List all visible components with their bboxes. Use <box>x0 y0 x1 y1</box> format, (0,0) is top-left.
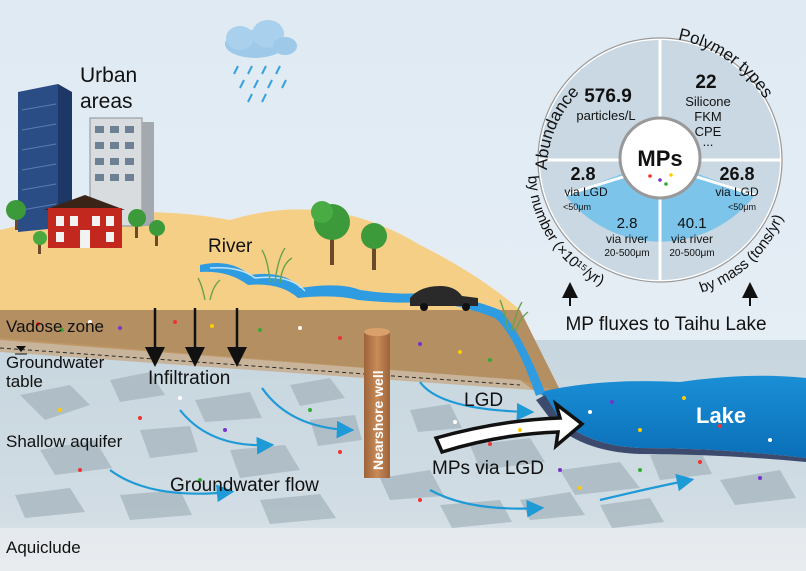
nearshore-well-label: Nearshore well <box>370 370 386 470</box>
mps-center-label: MPs <box>637 146 682 171</box>
polymer-silicone: Silicone <box>685 94 731 109</box>
rain-cloud-icon <box>225 20 297 103</box>
infiltration-arrows <box>145 308 247 367</box>
groundwater-table-label-line1: Groundwater <box>6 353 105 372</box>
number-river-size: 20-500μm <box>604 248 649 259</box>
lake-label: Lake <box>696 403 746 428</box>
mass-river-size: 20-500μm <box>669 248 714 259</box>
reeds <box>197 247 529 333</box>
number-lgd-value: 2.8 <box>570 164 595 184</box>
river-label: River <box>208 236 253 257</box>
flux-caption-arrows <box>562 282 758 306</box>
aquiclude-label: Aquiclude <box>6 538 81 557</box>
number-river-label: via river <box>606 232 648 246</box>
house-icon <box>44 195 125 248</box>
groundwater-table-label-line2: table <box>6 372 43 391</box>
urban-label-line1: Urban <box>80 64 137 87</box>
urban-label-line2: areas <box>80 90 133 113</box>
nearshore-well <box>364 328 390 478</box>
mass-river-label: via river <box>671 232 713 246</box>
vadose-zone-label: Vadose zone <box>6 317 104 336</box>
polymer-cpe: CPE <box>695 124 722 139</box>
tree-icon <box>6 200 387 270</box>
infiltration-label: Infiltration <box>148 368 230 389</box>
polymer-more: ... <box>703 134 714 149</box>
river-channel <box>200 262 545 396</box>
mp-flux-infographic <box>537 37 783 283</box>
groundwater-flow-label: Groundwater flow <box>170 475 319 496</box>
number-lgd-label: via LGD <box>564 185 608 199</box>
number-lgd-size: <50μm <box>563 202 591 212</box>
abundance-value: 576.9 <box>584 86 632 107</box>
mps-via-lgd-arrow <box>433 399 585 455</box>
groundwater-flow-arrows <box>109 381 695 518</box>
fluxes-caption: MP fluxes to Taihu Lake <box>565 314 766 335</box>
aquifer-rocks <box>15 372 796 528</box>
groundwater-table-line <box>0 346 521 386</box>
land-surface <box>0 209 520 310</box>
mass-lgd-size: <50μm <box>728 202 756 212</box>
polymer-fkm: FKM <box>694 109 721 124</box>
lake-water <box>540 375 806 458</box>
shallow-aquifer-label: Shallow aquifer <box>6 432 123 451</box>
car-icon <box>410 286 478 311</box>
mass-river-value: 40.1 <box>677 215 706 232</box>
mps-via-lgd-label: MPs via LGD <box>432 458 544 479</box>
number-river-value: 2.8 <box>617 215 638 232</box>
vadose-zone-layer <box>0 310 560 395</box>
mass-lgd-value: 26.8 <box>719 164 754 184</box>
building-icon <box>18 84 72 232</box>
mass-lgd-label: via LGD <box>715 185 759 199</box>
aquiclude-layer <box>0 528 806 571</box>
abundance-unit: particles/L <box>576 108 635 123</box>
mps-center-particles <box>648 173 673 186</box>
polymer-types-value: 22 <box>695 72 716 93</box>
mps-center-badge <box>618 116 702 200</box>
microplastic-particles <box>36 320 772 502</box>
lgd-label: LGD <box>464 390 503 411</box>
